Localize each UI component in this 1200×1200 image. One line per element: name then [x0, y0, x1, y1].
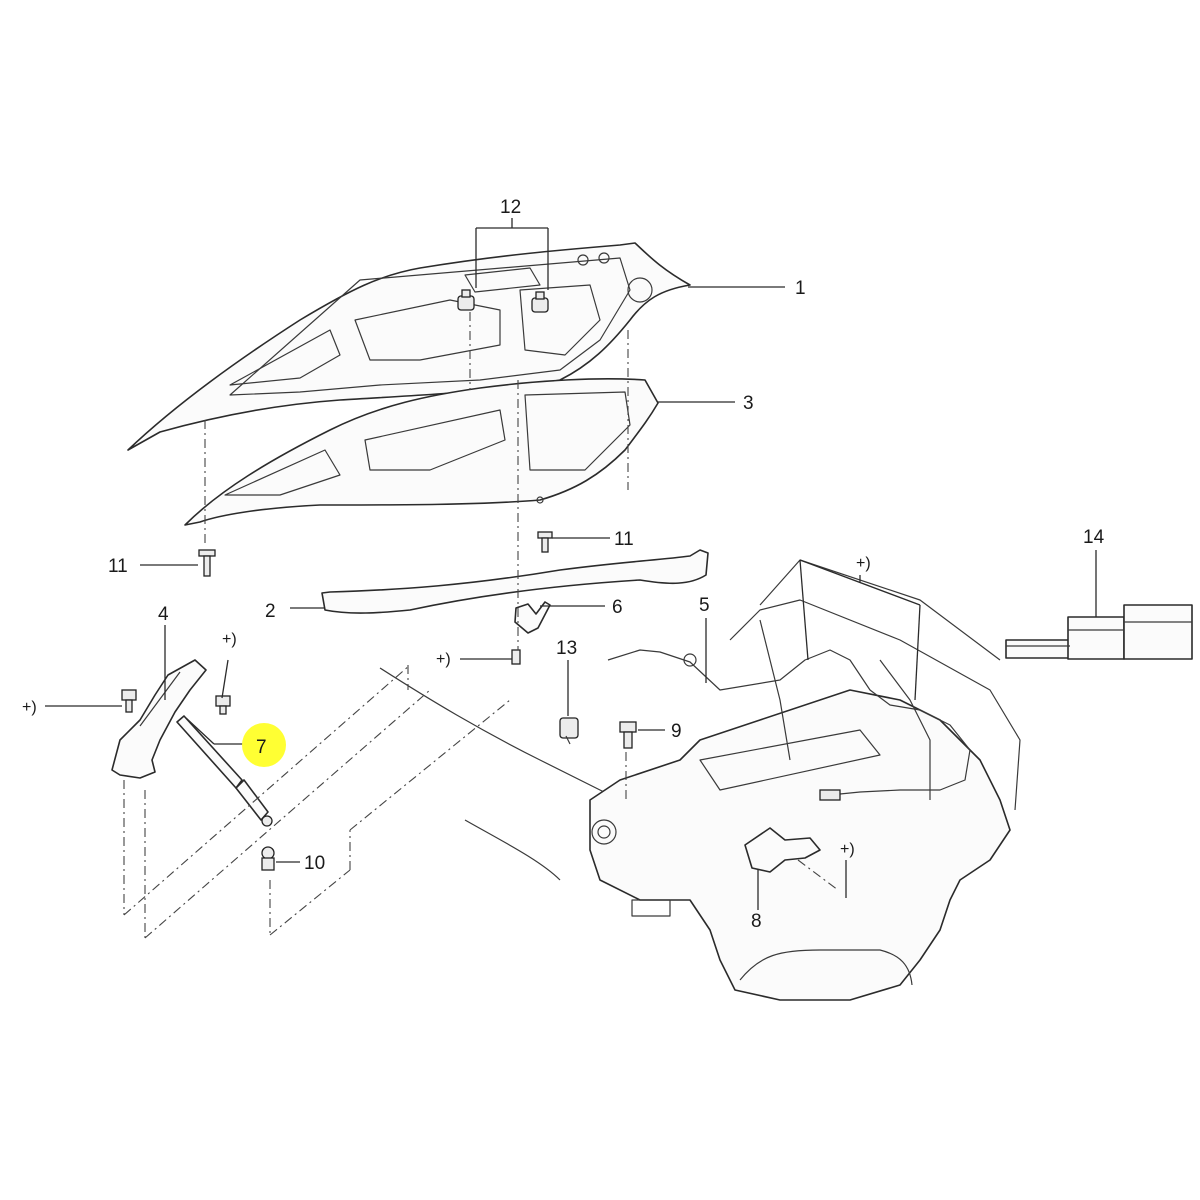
callout-7: 7 [256, 737, 267, 758]
bolt [121, 689, 137, 713]
accessory-kit [1005, 604, 1193, 660]
release-cable [607, 649, 971, 801]
callout-11-left: 11 [108, 556, 128, 577]
assembly-lines [123, 312, 839, 939]
callout-10: 10 [304, 853, 325, 874]
callout-12: 12 [500, 197, 521, 218]
plus-mark-center: +) [436, 651, 451, 668]
grommet [531, 291, 549, 313]
callout-14: 14 [1083, 527, 1105, 548]
highlight-marker [242, 723, 286, 767]
screw [198, 549, 216, 577]
hood-hinge [111, 659, 207, 779]
bolt [215, 695, 231, 715]
callout-5: 5 [699, 595, 710, 616]
callout-2: 2 [265, 601, 276, 622]
grommet [457, 289, 475, 311]
gas-strut [176, 715, 273, 827]
screw [537, 531, 553, 553]
callout-4: 4 [158, 604, 169, 625]
plus-mark-left: +) [22, 699, 37, 716]
plus-mark-hinge: +) [222, 631, 237, 648]
screw [511, 649, 521, 665]
callout-11-right: 11 [614, 529, 634, 550]
callout-8: 8 [751, 911, 762, 932]
hood-panel [127, 242, 691, 451]
callout-13: 13 [556, 638, 577, 659]
retainer-clip [559, 717, 579, 745]
callout-9: 9 [671, 721, 682, 742]
callout-6: 6 [612, 597, 623, 618]
callout-3: 3 [743, 393, 754, 414]
vehicle-front-structure [379, 559, 1021, 1001]
plus-mark-latch: +) [840, 841, 855, 858]
callout-1: 1 [795, 278, 806, 299]
hood-seal-strip [321, 549, 709, 614]
ball-stud [261, 846, 275, 871]
clip-part [514, 601, 551, 634]
hood-latch [744, 827, 821, 873]
hood-insulation [184, 378, 659, 526]
bolt [619, 721, 637, 749]
plus-mark-cable: +) [856, 555, 871, 572]
